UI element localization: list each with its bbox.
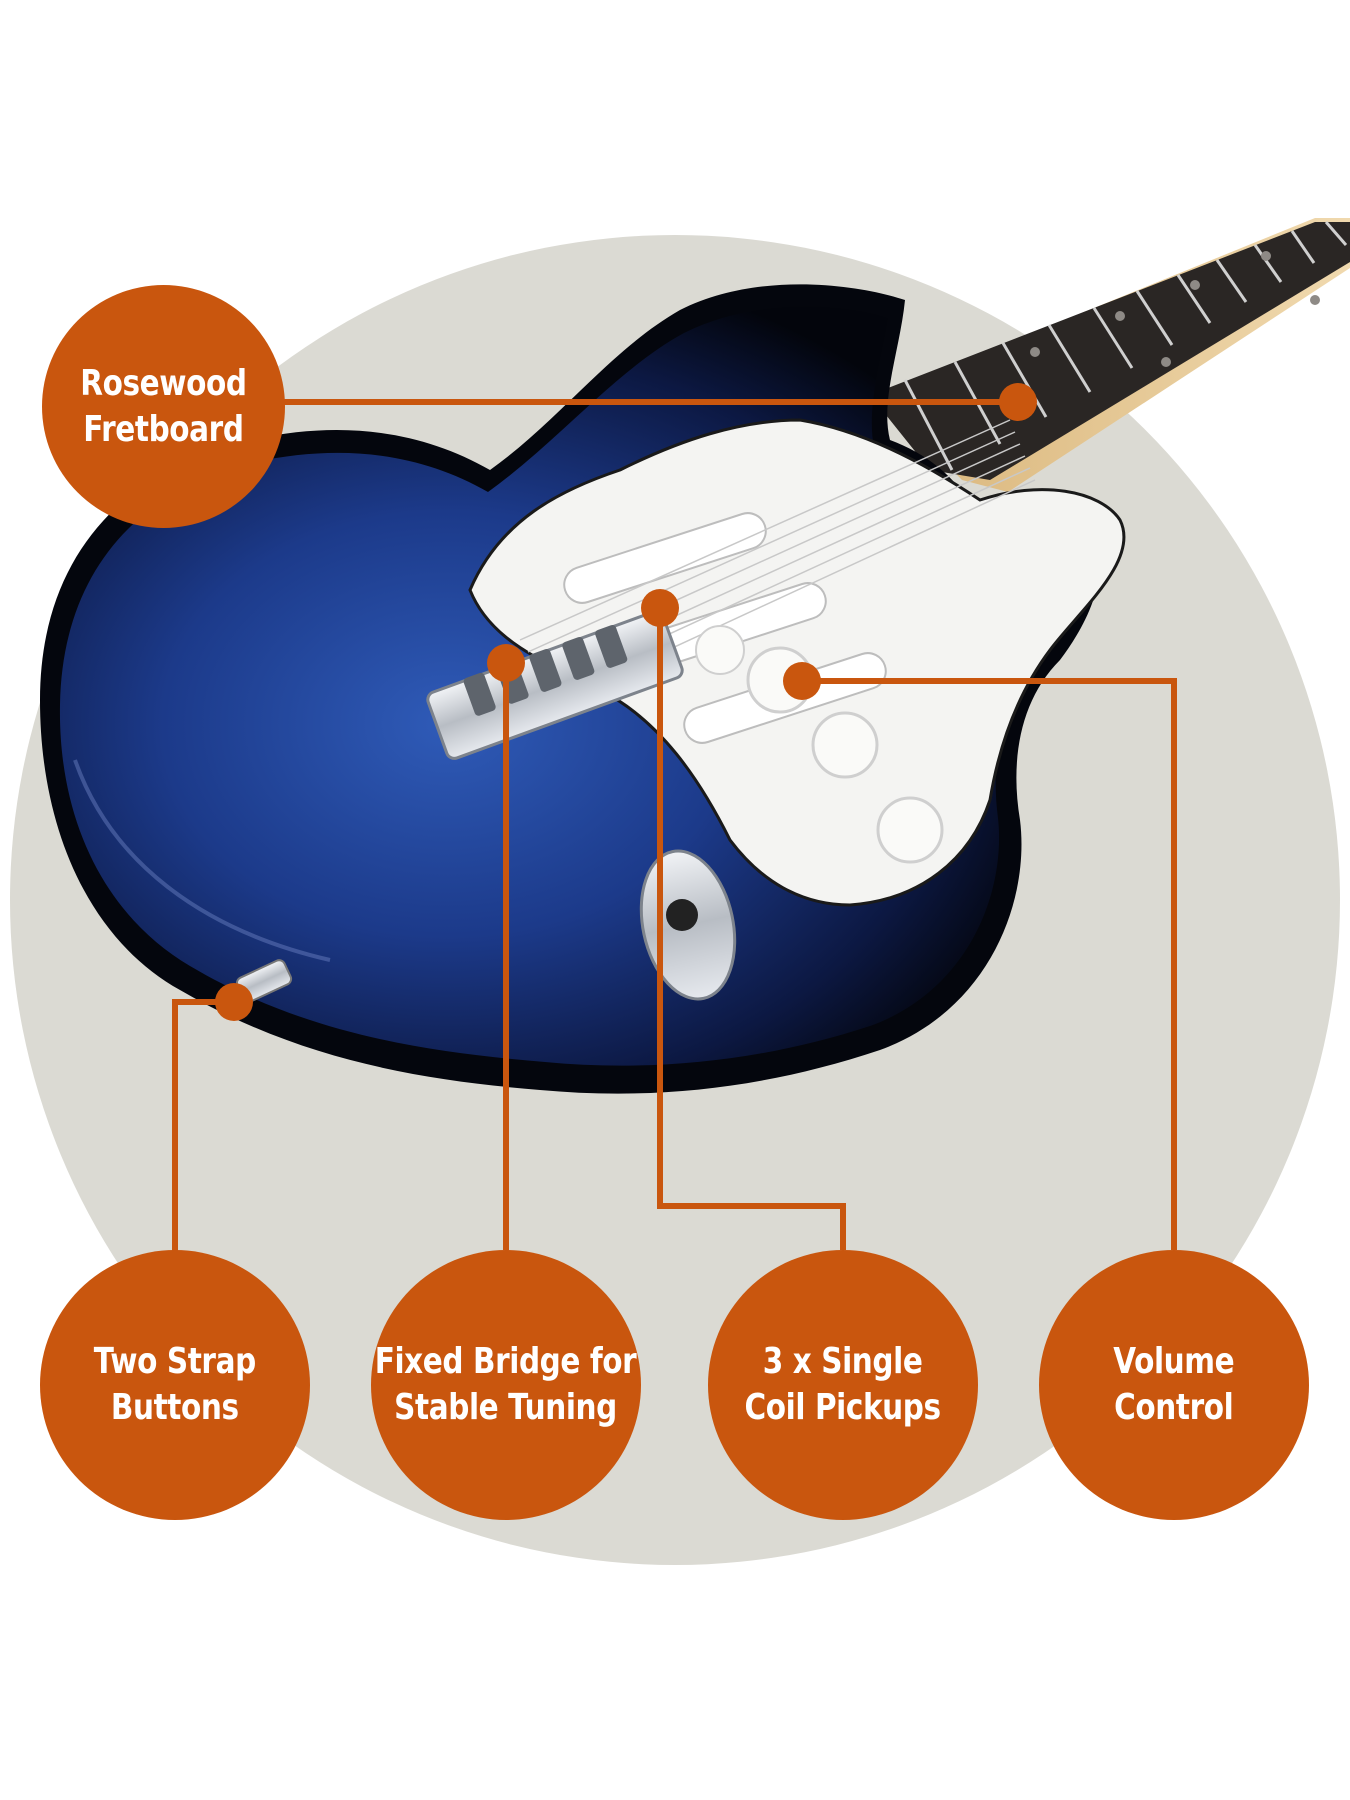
fretboard-callout-line2: Fretboard — [83, 408, 244, 450]
strap-callout-line2: Buttons — [111, 1387, 239, 1428]
bridge-callout-badge: Fixed Bridge for Stable Tuning — [371, 1250, 641, 1520]
strap-callout-badge: Two Strap Buttons — [40, 1250, 310, 1520]
fretboard-callout-line1: Rosewood — [80, 362, 247, 404]
strap-callout-dot — [215, 983, 253, 1021]
strap-callout-line1: Two Strap — [93, 1341, 256, 1382]
volume-callout-badge: Volume Control — [1039, 1250, 1309, 1520]
pickups-callout-label: 3 x Single Coil Pickups — [744, 1339, 942, 1431]
bridge-callout-line2: Stable Tuning — [394, 1387, 618, 1428]
volume-callout-dot — [783, 662, 821, 700]
fretboard — [870, 222, 1350, 480]
pickups-callout-badge: 3 x Single Coil Pickups — [708, 1250, 978, 1520]
output-jack — [639, 849, 737, 1001]
guitar-strings — [519, 419, 1036, 701]
pickups-callout-dot — [641, 589, 679, 627]
callout-dots — [215, 383, 1037, 1021]
pickups-callout-line2: Coil Pickups — [744, 1387, 942, 1428]
bridge-callout-label: Fixed Bridge for Stable Tuning — [375, 1339, 637, 1431]
callout-lines — [172, 399, 1177, 1255]
bridge-callout-dot — [487, 644, 525, 682]
bridge-callout-line1: Fixed Bridge for — [375, 1341, 637, 1382]
fretboard-callout-dot — [999, 383, 1037, 421]
tone-knob-2 — [876, 796, 944, 864]
volume-callout-line2: Control — [1114, 1387, 1234, 1428]
volume-callout-label: Volume Control — [1114, 1339, 1235, 1431]
control-knobs — [695, 625, 944, 864]
fixed-bridge — [426, 610, 684, 760]
fretboard-callout-badge: Rosewood Fretboard — [42, 285, 285, 528]
strap-callout-label: Two Strap Buttons — [94, 1339, 256, 1431]
fretboard-callout-label: Rosewood Fretboard — [80, 361, 247, 453]
tone-knob-1 — [811, 711, 879, 779]
pickups-callout-line1: 3 x Single — [763, 1341, 923, 1382]
volume-callout-line1: Volume — [1113, 1341, 1235, 1382]
